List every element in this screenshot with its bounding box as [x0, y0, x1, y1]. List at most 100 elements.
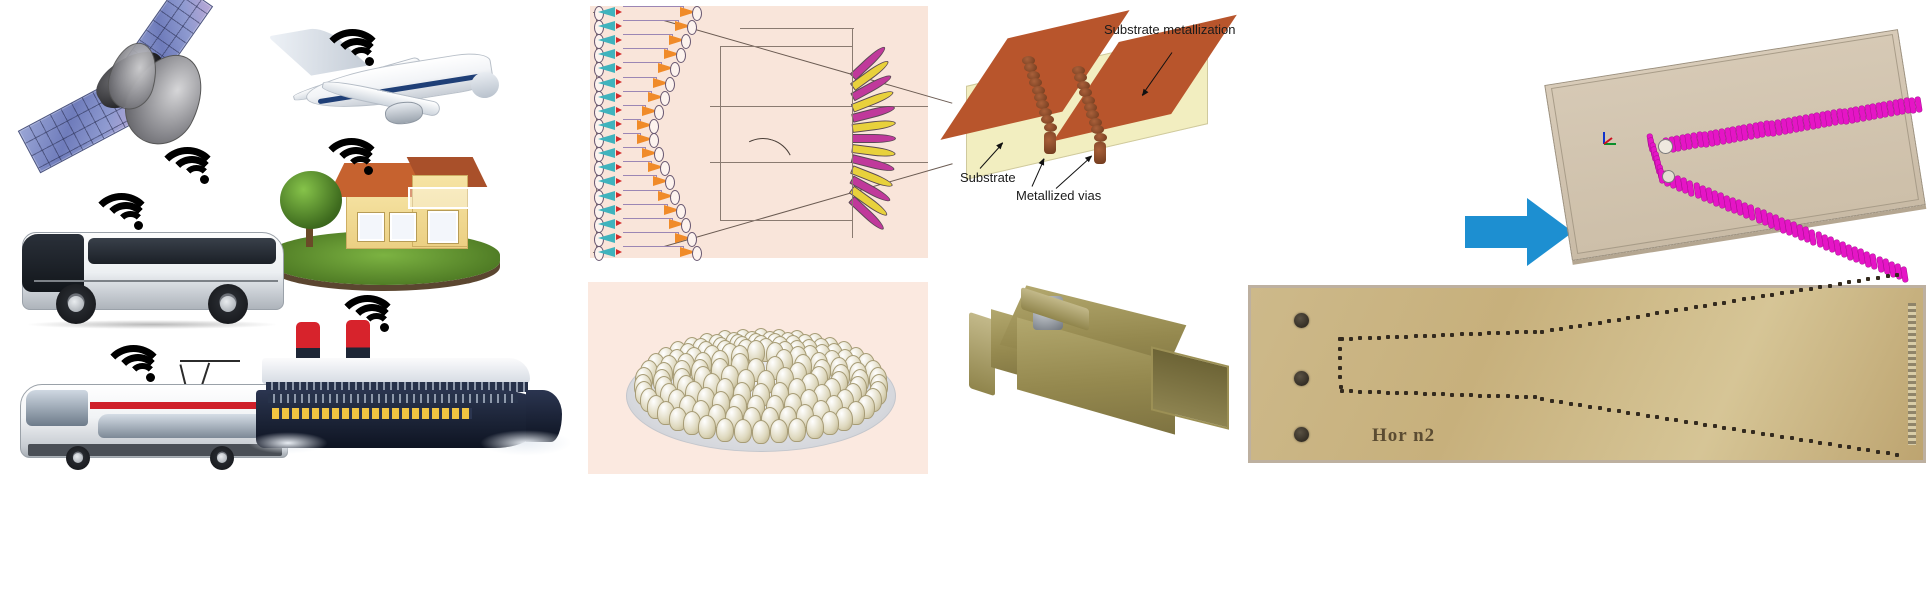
pcb-metallized-via: [1828, 283, 1832, 288]
pcb-metallized-via: [1837, 281, 1842, 286]
house-window-3: [428, 211, 458, 243]
feed-output-horn: [680, 6, 702, 21]
array-aperture-bracket-vertical: [720, 46, 721, 221]
tram-windscreen: [26, 390, 88, 426]
pcb-metallized-via: [1358, 389, 1363, 394]
ship-lifeboat-row: [272, 408, 472, 419]
feed-transmission-line: [623, 161, 651, 163]
feed-transmission-line: [623, 231, 678, 233]
pcb-metallized-via: [1741, 297, 1746, 302]
bus-wheel-rear: [208, 284, 248, 324]
wifi-icon: [328, 124, 394, 175]
wifi-icon: [329, 15, 395, 66]
ship-superstructure: [262, 358, 530, 384]
tram-red-stripe: [90, 402, 286, 409]
pcb-metallized-via: [1808, 439, 1813, 443]
pcb-metallized-via: [1432, 392, 1436, 396]
tram-illustration: [6, 331, 296, 490]
pcb-metallized-via: [1760, 294, 1765, 299]
siw-exposed-via-right: [1094, 142, 1106, 164]
pcb-metallized-via: [1837, 443, 1842, 448]
feed-amplifier: [616, 93, 622, 100]
feed-amplifier: [616, 149, 622, 156]
feed-output-horn: [674, 20, 697, 36]
pcb-metallized-via: [1338, 375, 1343, 380]
pcb-metallized-via: [1478, 393, 1482, 398]
siw-metallized-via: [1076, 80, 1090, 90]
pcb-metallized-via: [1626, 410, 1631, 415]
feed-amplifier: [616, 64, 622, 71]
panel-cad-model: [1544, 29, 1926, 282]
siw-metallized-via: [1038, 107, 1052, 117]
pcb-metallized-via: [1876, 449, 1880, 454]
feed-output-horn: [663, 203, 686, 219]
feed-amplifier: [616, 36, 622, 43]
pcb-metallized-via: [1808, 286, 1813, 291]
pcb-metallized-via: [1760, 431, 1765, 436]
tram-pantograph-arm: [180, 360, 240, 362]
pcb-metallized-via: [1751, 295, 1756, 300]
feed-transmission-line: [623, 118, 640, 120]
ship-funnel-aft: [346, 320, 370, 364]
pcb-metallized-via: [1505, 394, 1510, 399]
panel-pcb-photo: Hor n2: [1248, 272, 1926, 463]
pcb-metallized-via: [1524, 395, 1528, 399]
wifi-icon: [344, 281, 410, 332]
house-window-2: [390, 213, 416, 241]
airplane-illustration: [265, 15, 515, 148]
array-beam-line-lower: [664, 163, 953, 247]
pcb-metallized-via: [1338, 337, 1342, 341]
siw-metallized-via: [1074, 73, 1088, 83]
tree-crown: [280, 171, 342, 229]
lens-horn-element: [821, 411, 840, 436]
satellite-illustration: [10, 0, 260, 188]
pcb-mounting-hole-2: [1294, 371, 1309, 386]
feed-transmission-line: [623, 175, 656, 177]
ship-stern-wave: [248, 432, 328, 454]
pcb-metallized-via: [1645, 413, 1650, 418]
feed-amplifier: [616, 234, 622, 241]
pcb-metallized-via: [1468, 393, 1473, 398]
pcb-metallized-via: [1338, 356, 1343, 361]
array-aperture-bracket-outer: [720, 220, 852, 221]
pcb-metallized-via: [1395, 390, 1400, 395]
feed-amplifier: [616, 135, 622, 142]
feed-output-horn: [658, 189, 681, 205]
feed-amplifier: [616, 192, 622, 199]
pcb-marking-label: Hor n2: [1372, 425, 1436, 446]
feed-transmission-line: [623, 34, 673, 36]
bus-window-strip: [88, 238, 276, 264]
pcb-metallized-via: [1866, 448, 1871, 452]
bus-shadow: [28, 320, 276, 329]
pcb-metallized-via: [1559, 326, 1564, 331]
lens-horn-element: [788, 417, 807, 442]
array-aperture-bracket-vertical: [852, 28, 853, 238]
feed-output-horn: [647, 161, 670, 177]
feed-amplifier: [616, 50, 622, 57]
pcb-metallized-via: [1780, 291, 1784, 296]
pcb-substrate: [1248, 285, 1926, 463]
pcb-metallized-via: [1818, 440, 1823, 445]
feed-amplifier: [616, 220, 622, 227]
array-axis-line-lower: [710, 162, 928, 163]
pcb-metallized-via: [1664, 309, 1669, 314]
feed-transmission-line: [623, 62, 662, 64]
pcb-metallized-via: [1422, 391, 1427, 396]
feed-transmission-line: [623, 6, 683, 7]
pcb-metallized-via: [1349, 336, 1354, 341]
pcb-metallized-via: [1349, 389, 1354, 394]
siw-metallized-via: [1079, 88, 1093, 98]
pcb-metallized-via: [1674, 308, 1679, 313]
tree-trunk: [306, 221, 313, 247]
pcb-metallized-via: [1533, 395, 1538, 400]
panel-horn-photo: [955, 240, 1255, 470]
feed-transmission-line: [623, 104, 646, 106]
pcb-metallized-via: [1703, 422, 1708, 427]
array-axis-line-upper: [710, 106, 928, 107]
pcb-metallized-via: [1741, 428, 1746, 433]
pcb-metallized-via: [1684, 419, 1688, 424]
lens-horn-element: [770, 419, 789, 444]
feed-transmission-line: [623, 246, 683, 247]
pcb-metallized-via: [1866, 277, 1871, 282]
feed-output-horn: [636, 118, 659, 134]
